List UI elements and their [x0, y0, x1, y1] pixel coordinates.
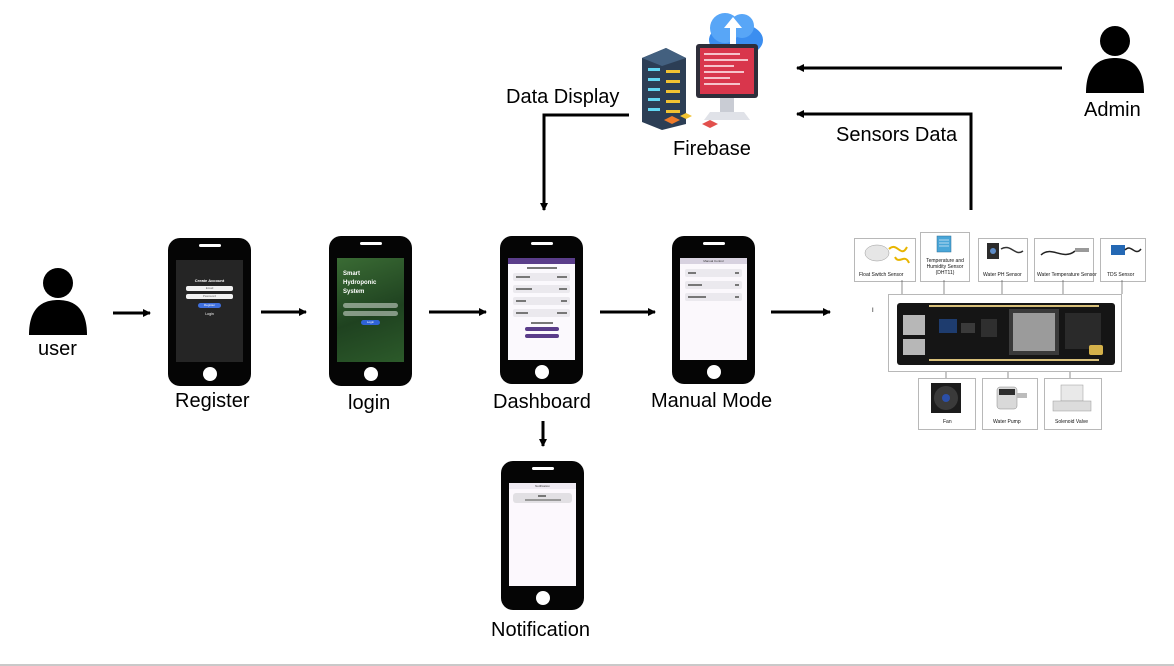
solenoid-valve-label: Solenoid Valve [1055, 419, 1088, 425]
tds-sensor: TDS Sensor [1100, 238, 1146, 282]
login-password-field [343, 311, 398, 316]
bottom-border [0, 664, 1174, 666]
sensors-data-label: Sensors Data [836, 124, 958, 146]
dashboard-reading-row [513, 309, 570, 317]
home-button [535, 591, 550, 605]
phone-speaker [531, 467, 554, 470]
notification-card [513, 493, 572, 503]
float-switch-sensor: Float Switch Sensor [854, 238, 916, 282]
login-screen: Smart Hydroponic System Login [337, 258, 404, 362]
register-button: Register [198, 303, 221, 308]
firebase-server-icon [642, 13, 763, 130]
register-email-field: Email [186, 286, 233, 291]
register-label: Register [175, 390, 250, 412]
notification-app-bar: Notification [509, 483, 576, 489]
ph-sensor: Water PH Sensor [978, 238, 1028, 282]
home-button [202, 367, 217, 381]
dashboard-reading-row [513, 273, 570, 281]
arrow-hardware-firebase [796, 110, 973, 210]
login-label: login [348, 392, 391, 414]
dashboard-label: Dashboard [493, 391, 591, 413]
admin-icon [1086, 26, 1144, 93]
solenoid-valve-icon [1052, 384, 1092, 412]
phone-speaker [198, 244, 221, 247]
water-pump-device: Water Pump [982, 378, 1038, 430]
login-title-line1: Smart [343, 271, 361, 277]
register-phone: Create Account Email Password Register L… [168, 238, 251, 386]
dht11-label: Temperature and Humidity Sensor (DHT11) [926, 258, 964, 276]
dashboard-reading-row [513, 297, 570, 305]
manual-mode-screen: Manual Control [680, 258, 747, 360]
login-title-line2: Hydroponic [343, 280, 377, 286]
login-phone: Smart Hydroponic System Login [329, 236, 412, 386]
notification-phone: Notification [501, 461, 584, 610]
dht11-icon [936, 235, 952, 253]
register-login-link: Login [205, 312, 214, 316]
manual-toggle-row [685, 281, 742, 289]
fan-label: Fan [943, 419, 952, 425]
svg-text:I: I [872, 308, 874, 314]
solenoid-valve-device: Solenoid Valve [1044, 378, 1102, 430]
home-button [534, 365, 549, 379]
register-screen-title: Create Account [194, 278, 225, 283]
dashboard-phone [500, 236, 583, 384]
hardware-diagram: Float Switch Sensor Temperature and Humi… [852, 232, 1152, 430]
login-email-field [343, 303, 398, 308]
arrow-firebase-dashboard [540, 113, 629, 211]
esp32-board-icon [897, 303, 1115, 365]
phone-speaker [359, 242, 382, 245]
login-title-line3: System [343, 289, 365, 295]
hardware-wires: I [872, 280, 1123, 378]
fan-icon [931, 383, 961, 413]
temperature-probe-icon [1040, 248, 1089, 256]
admin-label: Admin [1084, 99, 1141, 121]
dashboard-app-bar [508, 258, 575, 264]
float-switch-label: Float Switch Sensor [859, 272, 904, 278]
home-button [706, 365, 721, 379]
dashboard-reading-row [513, 285, 570, 293]
manual-toggle-row [685, 293, 742, 301]
dht11-sensor: Temperature and Humidity Sensor (DHT11) [920, 232, 970, 282]
register-password-field: Password [186, 294, 233, 299]
dashboard-control-button [524, 334, 559, 338]
manual-mode-label: Manual Mode [651, 390, 773, 412]
dashboard-screen [508, 258, 575, 360]
notification-screen: Notification [509, 483, 576, 586]
data-display-label: Data Display [506, 86, 620, 108]
dashboard-heading-bar [526, 267, 557, 269]
water-temperature-label: Water Temperature Sensor [1037, 272, 1097, 278]
dashboard-control-button [524, 327, 559, 331]
home-button [363, 367, 378, 381]
water-pump-icon [996, 386, 1027, 410]
fan-device: Fan [918, 378, 976, 430]
login-button: Login [361, 320, 380, 325]
ph-sensor-label: Water PH Sensor [983, 272, 1022, 278]
register-screen: Create Account Email Password Register L… [176, 260, 243, 362]
manual-mode-app-bar: Manual Control [680, 258, 747, 264]
tds-sensor-label: TDS Sensor [1107, 272, 1135, 278]
manual-toggle-row [685, 269, 742, 277]
dashboard-control-heading [530, 322, 553, 324]
firebase-label: Firebase [673, 138, 751, 160]
user-label: user [38, 338, 77, 360]
manual-mode-phone: Manual Control [672, 236, 755, 384]
ph-sensor-icon [987, 243, 1024, 259]
water-pump-label: Water Pump [993, 419, 1021, 425]
float-switch-icon [864, 244, 910, 264]
notification-label: Notification [491, 619, 590, 641]
user-icon [29, 268, 87, 335]
tds-sensor-icon [1111, 245, 1142, 255]
water-temperature-sensor: Water Temperature Sensor [1034, 238, 1097, 282]
esp32-board [888, 294, 1122, 372]
phone-speaker [530, 242, 553, 245]
phone-speaker [702, 242, 725, 245]
